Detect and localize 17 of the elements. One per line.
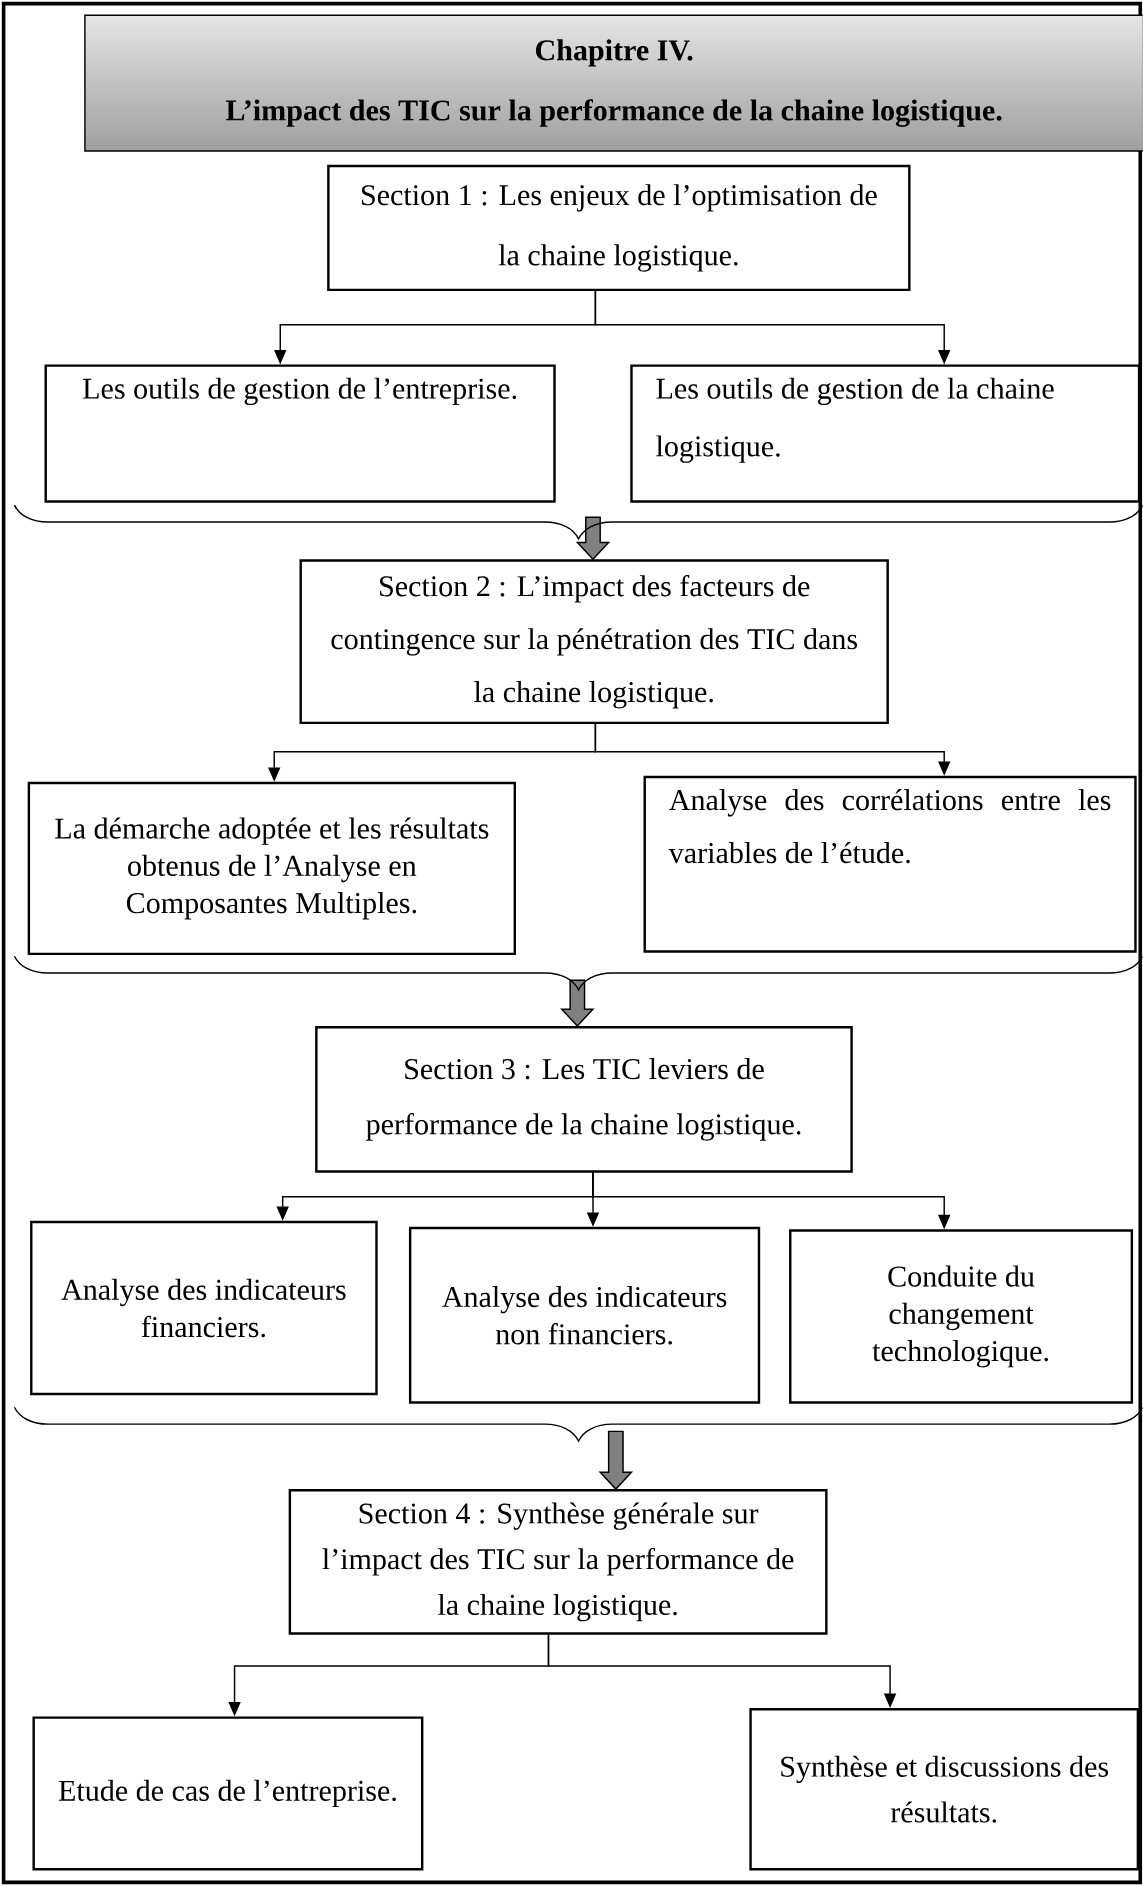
subsection-box: Etude de cas de l’entreprise. [32, 1716, 424, 1871]
subsection-box: Synthèse et discussions des résultats. [749, 1708, 1140, 1871]
subsection-box: Analyse des indicateurs non financiers. [409, 1226, 761, 1404]
section-box: Section 3 : Les TIC leviers de performance de la chaine logistique. [315, 1026, 853, 1173]
block-arrow [575, 516, 611, 561]
subsection-box: Analyse des indicateurs financiers. [30, 1220, 378, 1396]
section-box: Section 4 : Synthèse générale sur l’impact des TIC sur la performance de la chaine logistique. [288, 1489, 828, 1635]
subsection-box: La démarche adoptée et les résultats obtenus de l’Analyse en Composantes Multiples. [27, 781, 517, 956]
block-arrow [598, 1430, 634, 1491]
section-box: Section 1 : Les enjeux de l’optimisation de la chaine logistique. [327, 164, 911, 292]
subsection-box: Conduite du changement technologique. [789, 1229, 1134, 1404]
subsection-box: Les outils de gestion de la chaine logistique. [630, 364, 1141, 503]
block-arrow [560, 979, 595, 1028]
subsection-box: Analyse des corrélations entre les variables de l’étude. [643, 775, 1137, 953]
section-box: Section 2 : L’impact des facteurs de contingence sur la pénétration des TIC dans la chaine logistique. [299, 559, 890, 725]
subsection-box: Les outils de gestion de l’entreprise. [44, 364, 556, 503]
title-band: Chapitre IV. L’impact des TIC sur la performance de la chaine logistique. [84, 14, 1143, 152]
